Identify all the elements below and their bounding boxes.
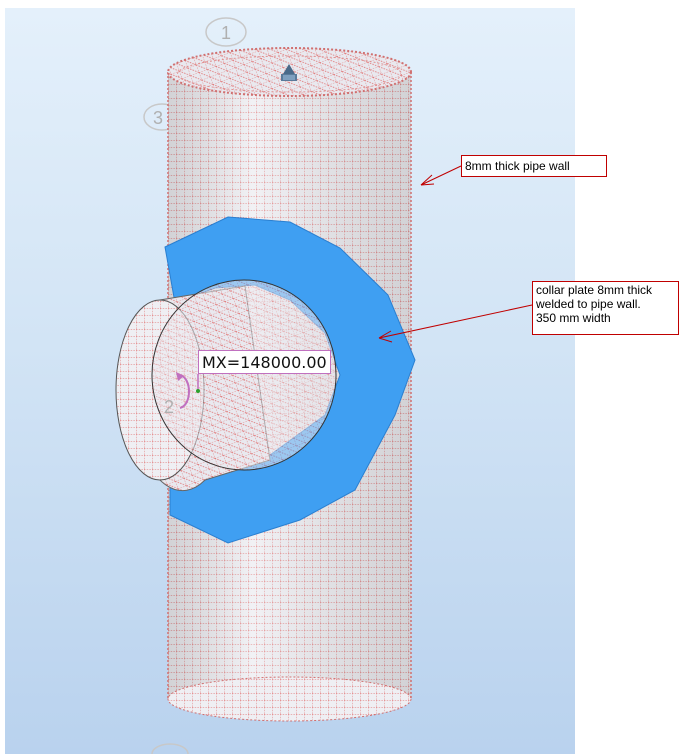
- grid-label-bottom: [151, 743, 189, 754]
- grid-label-1: 1: [205, 17, 247, 47]
- moment-arrow-icon[interactable]: [176, 372, 200, 409]
- leader-collar-plate: [378, 304, 533, 343]
- branch-pipe[interactable]: [115, 279, 337, 492]
- grid-label-2: 2: [164, 397, 174, 417]
- support-icon[interactable]: [281, 64, 297, 81]
- collar-plate-callout[interactable]: collar plate 8mm thick welded to pipe wa…: [532, 281, 679, 335]
- svg-text:1: 1: [221, 23, 231, 43]
- moment-value-label[interactable]: MX=148000.00: [198, 350, 331, 374]
- svg-text:3: 3: [153, 108, 163, 128]
- leader-pipe-wall: [420, 165, 462, 186]
- pipe-wall-callout[interactable]: 8mm thick pipe wall: [461, 155, 607, 177]
